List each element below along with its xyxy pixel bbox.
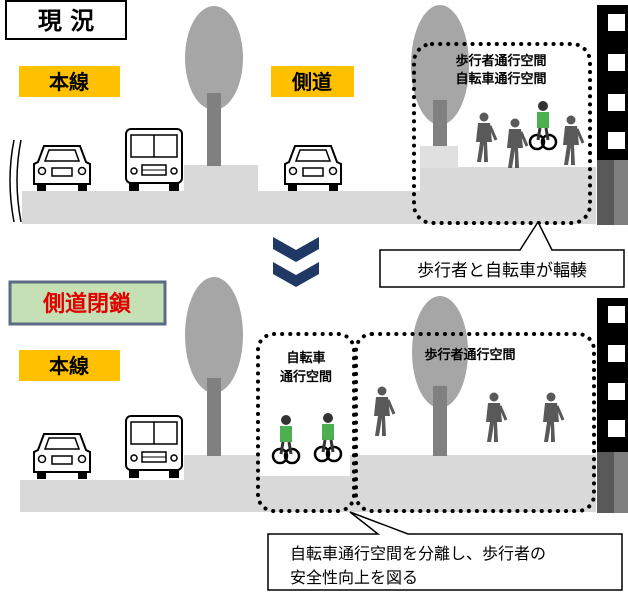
mixed-space-label-1: 歩行者通行空間	[455, 53, 546, 69]
cyclist-icon	[313, 411, 343, 463]
pedestrian-space-label: 歩行者通行空間	[424, 347, 515, 363]
building-window	[608, 94, 625, 111]
building-base	[614, 160, 628, 225]
callout-box-top	[379, 220, 625, 288]
pedestrian-icon	[484, 391, 508, 444]
title-box-closed	[8, 280, 167, 326]
building-window	[608, 420, 625, 437]
tree-trunk	[207, 378, 221, 456]
bike-space-outline	[256, 332, 356, 513]
bus-icon	[125, 415, 183, 479]
tree-canopy	[185, 277, 243, 393]
pedestrian-icon	[505, 117, 529, 170]
cyclist-icon	[271, 413, 301, 465]
title-current: 現 況	[38, 7, 94, 35]
callout-text-top: 歩行者と自転車が輻輳	[417, 261, 587, 281]
bike-space-label-2: 通行空間	[280, 369, 332, 385]
tree-canopy	[412, 296, 468, 408]
pedestrian-icon	[474, 111, 498, 164]
building-window	[608, 132, 625, 149]
building-base	[614, 452, 628, 513]
chevron-down-icon	[273, 262, 319, 287]
car-icon	[33, 145, 91, 192]
label-bg-side	[271, 66, 354, 97]
chevron-down-icon	[273, 237, 319, 262]
callout-box-bottom	[267, 511, 623, 591]
tree-canopy	[185, 6, 243, 110]
car-icon	[33, 433, 91, 480]
tree-trunk	[433, 386, 447, 456]
callout-text-bottom-2: 安全性向上を図る	[290, 568, 418, 587]
label-main-road: 本線	[49, 354, 89, 378]
building-base	[597, 452, 615, 513]
road-cross-section-top	[22, 165, 596, 224]
mixed-space-label-2: 自転車通行空間	[455, 71, 546, 87]
car-icon	[284, 145, 342, 192]
label-main-road: 本線	[49, 70, 89, 94]
building-window	[608, 345, 625, 362]
bike-space-label-1: 自転車	[286, 350, 325, 366]
tree-planter-top	[420, 146, 458, 168]
pedestrian-icon	[372, 385, 396, 438]
pedestrian-icon	[541, 391, 565, 444]
building-window	[608, 54, 625, 71]
title-box-current	[5, 0, 127, 40]
road-cross-section-bottom	[20, 455, 596, 512]
tree-trunk	[433, 100, 447, 146]
pedestrian-space-outline	[354, 332, 596, 513]
break-mark	[9, 139, 15, 223]
label-side-road: 側道	[291, 70, 332, 94]
tree-trunk	[207, 93, 221, 166]
title-closed: 側道閉鎖	[42, 291, 132, 317]
cyclist-icon	[528, 99, 558, 151]
building-window	[608, 14, 625, 31]
building-base	[597, 160, 615, 225]
label-bg-main	[19, 350, 120, 381]
building-window	[608, 306, 625, 323]
pedestrian-icon	[561, 114, 585, 167]
tree-canopy	[411, 5, 469, 125]
label-bg-main	[19, 66, 120, 97]
bus-icon	[125, 128, 183, 192]
break-mark	[16, 139, 22, 223]
callout-text-bottom-1: 自転車通行空間を分離し、歩行者の	[290, 544, 546, 563]
building-window	[608, 383, 625, 400]
